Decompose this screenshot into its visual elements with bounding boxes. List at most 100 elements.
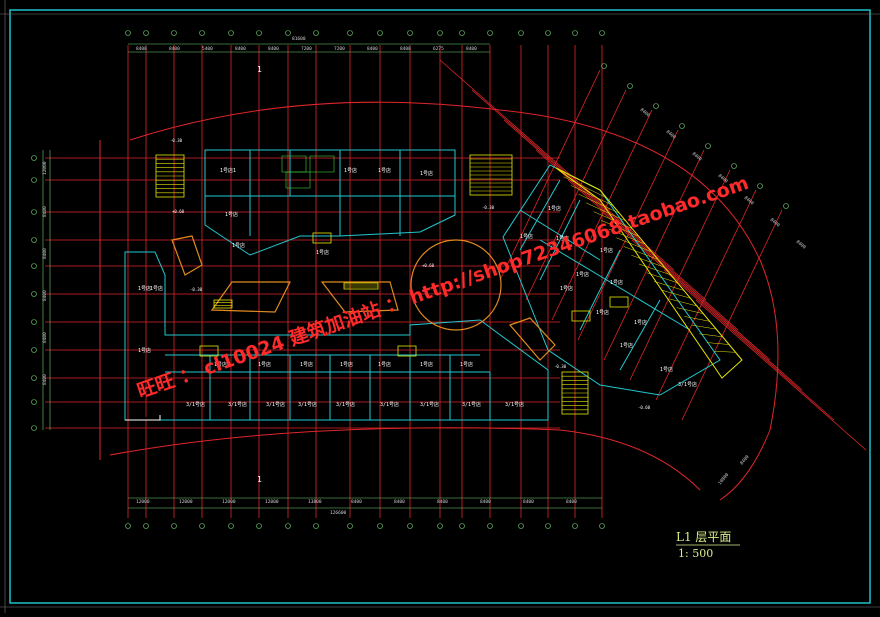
shop-label-right: 1号店 <box>620 342 633 349</box>
dim-top-segment: 7200 <box>334 46 345 52</box>
grid-axis-diag2 <box>471 89 643 241</box>
dim-right-segment: 8400 <box>691 151 703 163</box>
dim-top-overall: 81600 <box>292 36 306 42</box>
dim-bottom-segment: 8400 <box>480 499 491 505</box>
axis-bubble-left <box>31 425 37 431</box>
grid-axis-diag2 <box>567 179 739 331</box>
dim-right-segment: 8400 <box>743 195 755 207</box>
shop-label-upper-row: 1号店 <box>378 167 391 174</box>
axis-bubble-diag <box>653 103 659 109</box>
shop-label-bottom: 3/1号店 <box>186 401 205 408</box>
building-outline <box>99 101 779 501</box>
stairs <box>155 154 743 415</box>
axis-bubble-left <box>31 209 37 215</box>
shop-label-right: 1号店 <box>520 233 533 240</box>
grid-axis-diag2 <box>535 149 707 301</box>
axis-bubble-top <box>228 30 234 36</box>
axis-bubble-bottom <box>572 523 578 529</box>
ramp-tread <box>706 342 730 345</box>
shop-label-right: 1号店 <box>556 235 569 242</box>
dim-bottom-overall: 126600 <box>330 510 347 516</box>
walls <box>124 149 721 421</box>
orange-island-mid <box>210 281 291 313</box>
shop-label-small: 1号店 <box>150 285 163 292</box>
grid-axis-diag <box>629 169 731 381</box>
dim-top-segment: 8400 <box>235 46 246 52</box>
section-mark-bottom: 1 <box>257 475 262 484</box>
ramp-tread <box>586 202 626 222</box>
shop-label-right: 1号店 <box>610 279 623 286</box>
shop-label-mid: 1号店 <box>420 361 433 368</box>
axis-bubble-bottom <box>199 523 205 529</box>
shop-label-mid: 1号店 <box>316 249 329 256</box>
axis-bubble-left <box>31 399 37 405</box>
shop-label-right: 1号店 <box>548 205 561 212</box>
dim-top-segment: 8400 <box>400 46 411 52</box>
dim-bottom-segment: 12000 <box>222 499 236 505</box>
shop-label-right: 1号店 <box>634 319 647 326</box>
axis-bubble-bottom <box>545 523 551 529</box>
shop-label-bottom: 3/1号店 <box>505 401 524 408</box>
ramp-tread <box>684 316 710 322</box>
axis-bubble-top <box>545 30 551 36</box>
level-stair-tr: -0.30 <box>482 205 495 210</box>
dim-top-segment: 8400 <box>466 46 477 52</box>
shop-label-bottom: 3/1号店 <box>228 401 247 408</box>
shop-label-mid: 1号店 <box>300 361 313 368</box>
axis-bubble-top <box>518 30 524 36</box>
grid-axis-diag <box>551 109 653 321</box>
dim-left-segment: 8400 <box>42 374 48 385</box>
elevator-box <box>571 310 591 322</box>
orange-island-right <box>320 281 399 313</box>
dim-right-segment: 8400 <box>795 239 807 251</box>
axis-bubble-top <box>407 30 413 36</box>
ramp-tread <box>654 281 684 291</box>
wall-lower-block <box>124 251 549 421</box>
ramp-tread <box>676 307 704 314</box>
ramp-tread <box>570 185 614 206</box>
axis-bubble-top <box>143 30 149 36</box>
dim-top-segment: 8400 <box>268 46 279 52</box>
cursor-crosshair <box>125 415 161 421</box>
elevator-box <box>397 345 417 357</box>
dim-bottom-segment: 8400 <box>566 499 577 505</box>
axis-bubble-bottom <box>256 523 262 529</box>
axis-bubble-left <box>31 155 37 161</box>
elevator-box <box>312 232 332 244</box>
dim-bottom-segment: 12000 <box>179 499 193 505</box>
axis-bubble-left <box>31 237 37 243</box>
axis-bubble-bottom <box>487 523 493 529</box>
ramp-tread <box>661 289 691 299</box>
shop-label-mid: 1号店 <box>258 361 271 368</box>
ramp-tread <box>631 255 665 268</box>
wall-shop-partitions <box>165 354 491 420</box>
shop-label-mid: 1号店 <box>340 361 353 368</box>
shop-label-right: 1号店 <box>576 271 589 278</box>
dim-left-segment: 8400 <box>42 248 48 259</box>
wall-right-partitions <box>519 179 691 371</box>
shop-label-mid: 1号店 <box>460 361 473 368</box>
axis-bubble-top <box>377 30 383 36</box>
axis-bubble-top <box>459 30 465 36</box>
axis-bubble-left <box>31 177 37 183</box>
shop-label-bottom: 3/1号店 <box>462 401 481 408</box>
dim-bottom-segment: 12000 <box>136 499 150 505</box>
grid-axis-diag <box>681 209 783 421</box>
axis-bubble-top <box>347 30 353 36</box>
stair-mid <box>343 282 379 290</box>
axis-bubble-top <box>125 30 131 36</box>
wall-upper-partitions <box>205 150 455 236</box>
ramp-tread <box>623 246 659 260</box>
level-right-bottom: -0.30 <box>554 364 567 369</box>
level-far-bottom-right: -0.60 <box>638 405 651 410</box>
shop-label-right: 1号店 <box>596 309 609 316</box>
shop-label-bottom: 3/1号店 <box>380 401 399 408</box>
ramp-tread <box>563 176 607 198</box>
dim-diag-segment: 10800 <box>717 472 730 486</box>
level-stair-tl2: +0.60 <box>172 209 185 214</box>
grid-axis-diag2 <box>439 59 611 211</box>
shop-label-bottom: 3/1号店 <box>266 401 285 408</box>
dim-top-segment: 7200 <box>301 46 312 52</box>
axis-bubble-bottom <box>407 523 413 529</box>
axis-bubble-top <box>572 30 578 36</box>
